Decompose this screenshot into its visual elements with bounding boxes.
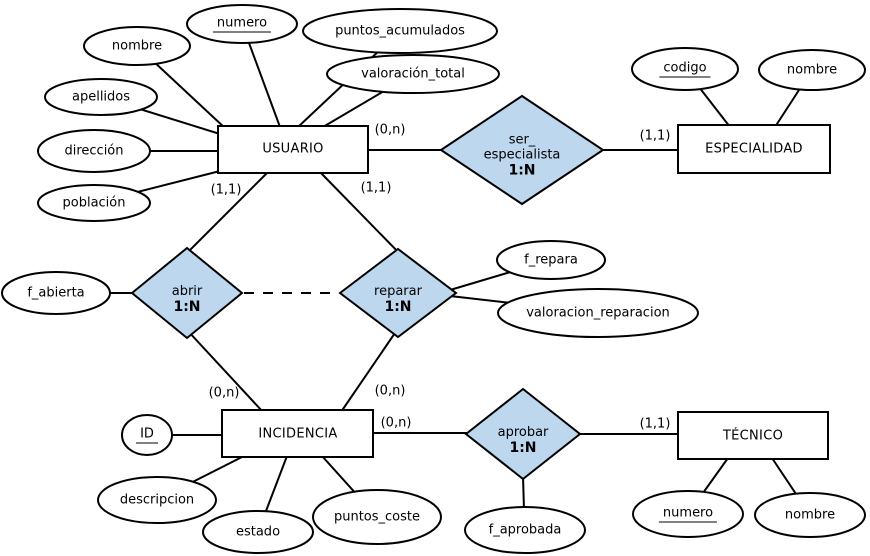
relationship-diamonds: [130, 94, 605, 481]
entity-rectangles: [217, 124, 831, 460]
attribute-label-estado: estado: [235, 524, 281, 540]
attribute-ellipse-puntos-coste: [312, 489, 442, 545]
attribute-ellipse-f-abierta: [1, 271, 111, 315]
attribute-label-codigo: codigo: [659, 61, 711, 78]
attribute-label-tecnico-nombre: nombre: [784, 507, 836, 523]
cardinality-tecnico-aprobar: (1,1): [639, 416, 671, 432]
attribute-ellipse-codigo: [631, 47, 739, 91]
connector-usuario-reparar: [319, 171, 404, 258]
attribute-label-valoracion-reparacion: valoracion_reparacion: [526, 305, 670, 321]
attribute-ellipse-poblacion: [37, 184, 151, 222]
attribute-ellipses: [1, 4, 866, 554]
entity-tecnico-label: TÉCNICO: [722, 428, 784, 444]
relationship-diamond-reparar: [338, 247, 458, 339]
relationship-aprobar-cardinality: 1:N: [509, 440, 537, 456]
relationship-reparar-name: reparar: [374, 284, 422, 299]
attribute-label-f-repara: f_repara: [524, 252, 578, 268]
relationship-ser-especialista-name-line2: especialista: [483, 147, 561, 163]
cardinality-especialidad-ser-especialista: (1,1): [639, 128, 671, 144]
cardinality-usuario-reparar: (1,1): [360, 180, 392, 196]
attribute-label-poblacion: población: [62, 195, 126, 211]
attribute-ellipse-especialidad-nombre: [758, 49, 866, 91]
cardinality-incidencia-abrir: (0,n): [208, 385, 240, 401]
attribute-ellipse-puntos-acumulados: [302, 8, 498, 54]
relationship-abrir-label: abrir 1:N: [172, 284, 203, 316]
attribute-ellipse-valoracion-reparacion: [497, 288, 699, 338]
relationship-ser-especialista-cardinality: 1:N: [508, 162, 536, 179]
attribute-ellipse-f-repara: [496, 240, 606, 280]
attribute-ellipse-usuario-nombre: [83, 26, 191, 66]
relationship-aprobar-name: aprobar: [497, 425, 549, 440]
entity-incidencia-label: INCIDENCIA: [258, 426, 338, 442]
attribute-label-f-abierta: f_abierta: [27, 285, 85, 301]
entity-rect-tecnico: [677, 411, 829, 460]
attribute-label-f-aprobada: f_aprobada: [488, 522, 562, 538]
entity-usuario-label: USUARIO: [262, 141, 324, 157]
entity-rect-incidencia: [221, 409, 374, 458]
relationship-diamond-aprobar: [464, 387, 582, 481]
attribute-ellipse-valoracion-total: [326, 54, 500, 94]
attribute-label-id: ID: [136, 427, 158, 444]
attribute-ellipse-tecnico-numero: [632, 490, 744, 538]
cardinality-incidencia-aprobar: (0,n): [380, 415, 412, 431]
attribute-ellipse-estado: [202, 510, 314, 554]
connector-aprobar-f-aprobada: [522, 475, 525, 511]
attribute-ellipse-usuario-numero: [186, 4, 298, 44]
attribute-ellipse-descripcion: [97, 476, 217, 524]
attribute-label-puntos-coste: puntos_coste: [333, 509, 421, 525]
attribute-ellipse-id: [121, 414, 173, 456]
cardinality-incidencia-reparar: (0,n): [374, 383, 406, 399]
cardinality-usuario-abrir: (1,1): [210, 182, 242, 198]
relationship-diamond-abrir: [130, 246, 244, 340]
entity-rect-especialidad: [677, 124, 831, 174]
attribute-label-usuario-numero: numero: [212, 16, 272, 33]
attribute-ellipse-apellidos: [44, 78, 158, 116]
relationship-reparar-label: reparar 1:N: [374, 284, 422, 316]
attribute-label-descripcion: descripcion: [119, 492, 195, 508]
attribute-label-usuario-nombre: nombre: [111, 38, 163, 54]
attribute-label-valoracion-total: valoración_total: [361, 66, 465, 82]
attribute-ellipse-direccion: [37, 129, 151, 173]
relationship-ser-especialista-label: ser_ especialista 1:N: [484, 133, 561, 180]
connector-abrir-incidencia: [186, 329, 264, 413]
connector-usuario-abrir: [181, 171, 269, 259]
attribute-ellipse-f-aprobada: [464, 506, 586, 554]
relationship-abrir-cardinality: 1:N: [173, 299, 201, 315]
relationship-reparar-cardinality: 1:N: [384, 299, 412, 315]
attribute-label-puntos-acumulados: puntos_acumulados: [335, 23, 465, 39]
relationship-aprobar-label: aprobar 1:N: [498, 425, 549, 457]
cardinality-usuario-ser-especialista: (0,n): [374, 122, 406, 138]
relationship-abrir-name: abrir: [171, 284, 203, 299]
entity-especialidad-label: ESPECIALIDAD: [705, 141, 803, 157]
attribute-label-especialidad-nombre: nombre: [786, 62, 838, 78]
attribute-label-apellidos: apellidos: [71, 89, 131, 105]
attribute-label-direccion: dirección: [64, 143, 124, 159]
attribute-ellipse-tecnico-nombre: [754, 492, 866, 538]
entity-rect-usuario: [217, 125, 369, 174]
relationship-ser-especialista-name-line1: ser_: [508, 132, 536, 148]
connector-reparar-incidencia: [340, 329, 398, 413]
relationship-diamond-ser-especialista: [439, 94, 605, 206]
attribute-label-tecnico-numero: numero: [658, 506, 718, 523]
